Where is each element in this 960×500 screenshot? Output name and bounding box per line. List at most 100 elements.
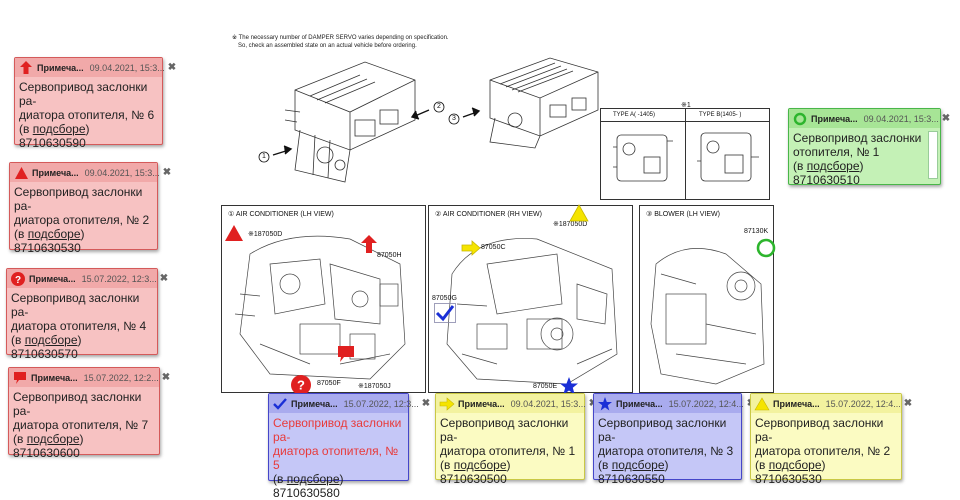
callout-3: 3	[452, 115, 456, 122]
note-body: Сервопривод заслонки ра- диатора отопите…	[436, 413, 584, 486]
panel-ac-rh-title: ② AIR CONDITIONER (RH VIEW)	[435, 211, 542, 218]
note-sub-suffix: )	[80, 227, 85, 241]
star-icon[interactable]	[559, 376, 579, 396]
note-title: Примеча...	[458, 398, 505, 409]
note-subassembly-link[interactable]: подсборе	[24, 333, 78, 347]
close-icon[interactable]: ✖	[161, 372, 171, 383]
note-title: Примеча...	[31, 372, 78, 383]
note-part-code: 8710630550	[598, 472, 665, 486]
triangle-icon	[754, 396, 770, 411]
note-subassembly-link[interactable]: подсборе	[611, 458, 665, 472]
note-sticky-4[interactable]: Примеча... 15.07.2022, 12:2... ✖ Сервопр…	[8, 367, 170, 460]
hvac-unit-drawing-left	[284, 61, 416, 183]
arrow-right-icon[interactable]	[461, 240, 481, 256]
note-line-1: Сервопривод заслонки ра-	[14, 185, 143, 213]
arrow-up-icon[interactable]	[360, 234, 378, 254]
triangle-icon[interactable]	[569, 204, 589, 222]
note-sub-prefix: (в	[14, 227, 28, 241]
note-subassembly: (в подсборе)	[19, 122, 158, 136]
triangle-icon[interactable]	[224, 224, 244, 242]
note-title: Примеча...	[773, 398, 820, 409]
close-icon[interactable]: ✖	[589, 398, 597, 409]
servo-type-a-label: TYPE A( -1405)	[613, 112, 656, 118]
note-subassembly-link[interactable]: подсборе	[286, 472, 340, 486]
lh-label-87050j: ※187050J	[358, 383, 391, 390]
note-header[interactable]: Примеча... 09.04.2021, 15:3... ✖	[15, 58, 176, 77]
note-line-1: Сервопривод заслонки ра-	[13, 390, 142, 418]
note-subassembly-link[interactable]: подсборе	[32, 122, 86, 136]
blower-drawing	[650, 248, 765, 385]
note-sub-suffix: )	[664, 458, 669, 472]
note-sub-suffix: )	[821, 458, 826, 472]
note-header[interactable]: Примеча... 15.07.2022, 12:4... ✖	[751, 394, 912, 413]
specification-note-line1: ※ The necessary number of DAMPER SERVO v…	[232, 35, 449, 41]
note-line-2: диатора отопителя, № 5	[273, 444, 399, 472]
note-header[interactable]: Примеча... 09.04.2021, 15:3... ✖	[10, 163, 171, 182]
note-sticky-1[interactable]: Примеча... 09.04.2021, 15:3... ✖ Сервопр…	[14, 57, 176, 150]
note-header[interactable]: Примеча... 15.07.2022, 12:4... ✖	[594, 394, 755, 413]
circle-icon	[793, 112, 807, 126]
note-sub-suffix: )	[339, 472, 344, 486]
note-sticky-7[interactable]: Примеча... 09.04.2021, 15:3... ✖ Сервопр…	[435, 393, 597, 486]
note-subassembly-link[interactable]: подсборе	[806, 159, 860, 173]
note-body: Сервопривод заслонки ра- диатора отопите…	[15, 77, 162, 150]
rh-label-87050c: 87050C	[481, 244, 506, 251]
note-sticky-2[interactable]: Примеча... 09.04.2021, 15:3... ✖ Сервопр…	[9, 162, 171, 255]
note-title: Примеча...	[32, 167, 79, 178]
note-sticky-5[interactable]: Примеча... 09.04.2021, 15:3... ✖ Сервопр…	[788, 108, 950, 187]
checkmark-icon[interactable]	[434, 303, 456, 323]
note-date: 15.07.2022, 12:3...	[81, 273, 157, 284]
note-part-code: 8710630590	[19, 136, 86, 150]
note-sticky-3[interactable]: ? Примеча... 15.07.2022, 12:3... ✖ Серво…	[6, 268, 168, 361]
note-subassembly-link[interactable]: подсборе	[768, 458, 822, 472]
note-subassembly-link[interactable]: подсборе	[26, 432, 80, 446]
note-header[interactable]: Примеча... 15.07.2022, 12:2... ✖	[9, 368, 170, 387]
note-body: Сервопривод заслонки отопителя, № 1 (в п…	[789, 128, 940, 187]
note-title: Примеча...	[291, 398, 338, 409]
note-scrollbar[interactable]	[928, 131, 938, 179]
close-icon[interactable]: ✖	[903, 398, 913, 409]
note-sticky-9[interactable]: Примеча... 15.07.2022, 12:4... ✖ Сервопр…	[750, 393, 912, 486]
hvac-unit-drawing-right	[489, 57, 599, 149]
note-date: 09.04.2021, 15:3...	[84, 167, 160, 178]
note-body: Сервопривод заслонки ра- диатора отопите…	[751, 413, 901, 486]
rh-label-87050d: ※187050D	[553, 221, 588, 228]
note-header[interactable]: Примеча... 09.04.2021, 15:3... ✖	[789, 109, 950, 128]
note-sub-prefix: (в	[13, 432, 27, 446]
note-sub-prefix: (в	[11, 333, 25, 347]
panel-blower-title: ③ BLOWER (LH VIEW)	[646, 211, 720, 218]
speech-bubble-icon	[13, 371, 27, 385]
note-part-code: 8710630500	[440, 472, 507, 486]
rh-label-87050g: 87050G	[432, 295, 457, 302]
close-icon[interactable]: ✖	[167, 62, 177, 73]
note-subassembly: (в подсборе)	[11, 333, 153, 347]
note-header[interactable]: Примеча... 15.07.2022, 12:3... ✖	[269, 394, 430, 413]
note-subassembly-link[interactable]: подсборе	[453, 458, 507, 472]
close-icon[interactable]: ✖	[162, 167, 172, 178]
note-subassembly-link[interactable]: подсборе	[27, 227, 81, 241]
note-sticky-8[interactable]: Примеча... 15.07.2022, 12:4... ✖ Сервопр…	[593, 393, 755, 486]
servo-type-b-drawing	[697, 132, 759, 182]
close-icon[interactable]: ✖	[159, 273, 169, 284]
note-header[interactable]: ? Примеча... 15.07.2022, 12:3... ✖	[7, 269, 168, 288]
ac-rh-drawing	[446, 238, 618, 385]
svg-text:?: ?	[15, 275, 21, 286]
question-icon[interactable]: ?	[290, 374, 312, 396]
note-sticky-6[interactable]: Примеча... 15.07.2022, 12:3... ✖ Сервопр…	[268, 393, 430, 500]
note-subassembly: (в подсборе)	[440, 458, 580, 472]
circle-icon[interactable]	[756, 238, 776, 258]
note-sub-prefix: (в	[273, 472, 287, 486]
note-body: Сервопривод заслонки ра- диатора отопите…	[9, 387, 159, 460]
close-icon[interactable]: ✖	[941, 113, 951, 124]
note-line-2: диатора отопителя, № 6	[19, 108, 155, 122]
lh-label-87050d: ※187050D	[248, 231, 283, 238]
close-icon[interactable]: ✖	[421, 398, 431, 409]
note-part-code: 8710630530	[14, 241, 81, 255]
note-date: 09.04.2021, 15:3...	[89, 62, 165, 73]
speech-bubble-icon[interactable]	[336, 344, 356, 364]
panel-ac-rh-view: ② AIR CONDITIONER (RH VIEW) ※187050D 870…	[428, 204, 633, 396]
note-body: Сервопривод заслонки ра- диатора отопите…	[10, 182, 157, 255]
note-header[interactable]: Примеча... 09.04.2021, 15:3... ✖	[436, 394, 597, 413]
servo-type-a-drawing	[613, 134, 673, 182]
callout-arrows	[258, 101, 481, 163]
